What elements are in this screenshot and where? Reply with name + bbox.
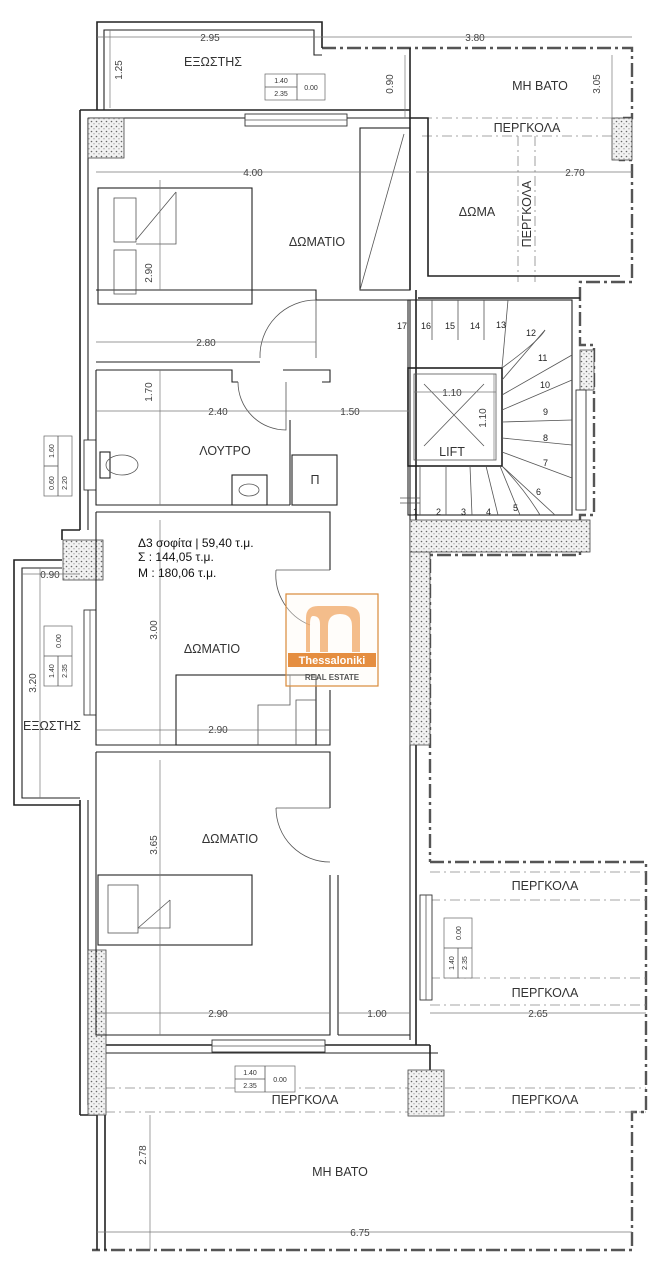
- step-11: 11: [538, 353, 547, 363]
- tag-bath-p: 1.60: [49, 444, 56, 458]
- label-unwalkable-bottom: ΜΗ ΒΑΤΟ: [312, 1165, 368, 1179]
- label-bedroom-top: ΔΩΜΑΤΙΟ: [289, 235, 346, 249]
- dim-290h1: 2.90: [208, 725, 228, 736]
- opening-tag-top: 1.40 2.35 0.00: [264, 73, 326, 101]
- step-7: 7: [543, 458, 548, 468]
- label-bathroom: ΛΟΥΤΡΟ: [199, 444, 251, 458]
- tag-top-p: 0.00: [304, 85, 318, 92]
- dim-150: 1.50: [340, 407, 360, 418]
- tag-top-h: 1.40: [274, 78, 288, 85]
- dim-110v: 1.10: [478, 408, 489, 428]
- dim-100: 1.00: [367, 1009, 387, 1020]
- dim-240: 2.40: [208, 407, 228, 418]
- tag-left-p: 0.00: [56, 634, 63, 648]
- dim-295: 2.95: [200, 33, 220, 44]
- label-storage: Π: [310, 473, 319, 487]
- step-4: 4: [486, 507, 491, 517]
- info-line-3: Μ : 180,06 τ.μ.: [138, 566, 216, 580]
- label-bedroom-mid: ΔΩΜΑΤΙΟ: [184, 642, 241, 656]
- opening-tag-bath: 1.60 0.60 2.20: [43, 435, 73, 497]
- opening-tag-right: 0.00 1.40 2.35: [443, 917, 473, 979]
- room-labels: ΕΞΩΣΤΗΣ ΜΗ ΒΑΤΟ ΠΕΡΓΚΟΛΑ ΔΩΜΑ ΠΕΡΓΚΟΛΑ Δ…: [23, 55, 579, 1179]
- step-9: 9: [543, 407, 548, 417]
- dim-290h2: 2.90: [208, 1009, 228, 1020]
- dim-305: 3.05: [592, 74, 603, 94]
- tag-bath-sill: 2.20: [62, 476, 69, 490]
- tag-right-sill: 2.35: [462, 956, 469, 970]
- label-roof: ΔΩΜΑ: [459, 205, 496, 219]
- dim-110h: 1.10: [442, 388, 462, 399]
- tag-right-p: 0.00: [456, 926, 463, 940]
- label-unwalkable-top: ΜΗ ΒΑΤΟ: [512, 79, 568, 93]
- step-5: 5: [513, 503, 518, 513]
- logo-tagline: REAL ESTATE: [305, 673, 360, 682]
- tag-left-sill: 2.35: [62, 664, 69, 678]
- dimension-lines: [22, 30, 646, 1250]
- staircase: [400, 299, 573, 516]
- step-3: 3: [461, 507, 466, 517]
- step-17: 17: [397, 321, 407, 331]
- tag-bottom-p: 0.00: [273, 1077, 287, 1084]
- tag-bath-h: 0.60: [49, 476, 56, 490]
- interior-walls: [95, 127, 411, 1036]
- dim-090a: 0.90: [385, 74, 396, 94]
- step-1: 1: [413, 507, 418, 517]
- info-line-2: Σ : 144,05 τ.μ.: [138, 550, 214, 564]
- tag-left-h: 1.40: [49, 664, 56, 678]
- dim-300: 3.00: [149, 620, 160, 640]
- step-14: 14: [470, 321, 480, 331]
- dim-675: 6.75: [350, 1228, 370, 1239]
- step-2: 2: [436, 507, 441, 517]
- label-bedroom-bottom: ΔΩΜΑΤΙΟ: [202, 832, 259, 846]
- label-balcony-top: ΕΞΩΣΤΗΣ: [184, 55, 242, 69]
- label-lift: LIFT: [439, 445, 465, 459]
- step-8: 8: [543, 433, 548, 443]
- dim-125: 1.25: [114, 60, 125, 80]
- windows: [83, 113, 587, 1053]
- tag-bottom-h: 1.40: [243, 1070, 257, 1077]
- step-13: 13: [496, 320, 506, 330]
- step-12: 12: [526, 328, 536, 338]
- label-pergola-top: ΠΕΡΓΚΟΛΑ: [494, 121, 561, 135]
- step-15: 15: [445, 321, 455, 331]
- label-pergola-bottom-left: ΠΕΡΓΚΟΛΑ: [272, 1093, 339, 1107]
- step-10: 10: [540, 380, 550, 390]
- dim-280: 2.80: [196, 338, 216, 349]
- label-pergola-bottom-right: ΠΕΡΓΚΟΛΑ: [512, 1093, 579, 1107]
- step-6: 6: [536, 487, 541, 497]
- opening-tag-left: 0.00 1.40 2.35: [43, 625, 73, 687]
- label-pergola-right1: ΠΕΡΓΚΟΛΑ: [512, 879, 579, 893]
- dim-290v: 2.90: [144, 263, 155, 283]
- dim-320: 3.20: [28, 673, 39, 693]
- info-line-1: Δ3 σοφίτα | 59,40 τ.μ.: [138, 536, 254, 550]
- dim-365: 3.65: [149, 835, 160, 855]
- area-info: Δ3 σοφίτα | 59,40 τ.μ. Σ : 144,05 τ.μ. Μ…: [138, 536, 254, 580]
- stair-step-numbers: 1 2 3 4 5 6 7 8 9 10 11 12 13 14 15 16 1…: [397, 320, 550, 517]
- dimension-labels: 2.95 3.80 1.25 0.90 3.05 4.00 2.70 2.90 …: [28, 33, 603, 1239]
- dim-090b: 0.90: [40, 570, 60, 581]
- logo-watermark: Thessaloniki REAL ESTATE: [285, 593, 379, 687]
- label-pergola-vertical: ΠΕΡΓΚΟΛΑ: [520, 180, 534, 247]
- step-16: 16: [421, 321, 431, 331]
- balcony-left: [13, 559, 80, 806]
- dim-170: 1.70: [144, 382, 155, 402]
- dim-265: 2.65: [528, 1009, 548, 1020]
- label-pergola-right2: ΠΕΡΓΚΟΛΑ: [512, 986, 579, 1000]
- label-balcony-left: ΕΞΩΣΤΗΣ: [23, 719, 81, 733]
- dim-400: 4.00: [243, 168, 263, 179]
- tag-top-sill: 2.35: [274, 91, 288, 98]
- tag-bottom-sill: 2.35: [243, 1083, 257, 1090]
- logo-name: Thessaloniki: [299, 655, 366, 667]
- dim-380: 3.80: [465, 33, 485, 44]
- dim-270: 2.70: [565, 168, 585, 179]
- balcony-top: [96, 21, 620, 277]
- opening-tag-bottom: 1.40 2.35 0.00: [234, 1065, 296, 1093]
- dim-278: 2.78: [138, 1145, 149, 1165]
- tag-right-h: 1.40: [449, 956, 456, 970]
- arch-icon: [306, 606, 360, 652]
